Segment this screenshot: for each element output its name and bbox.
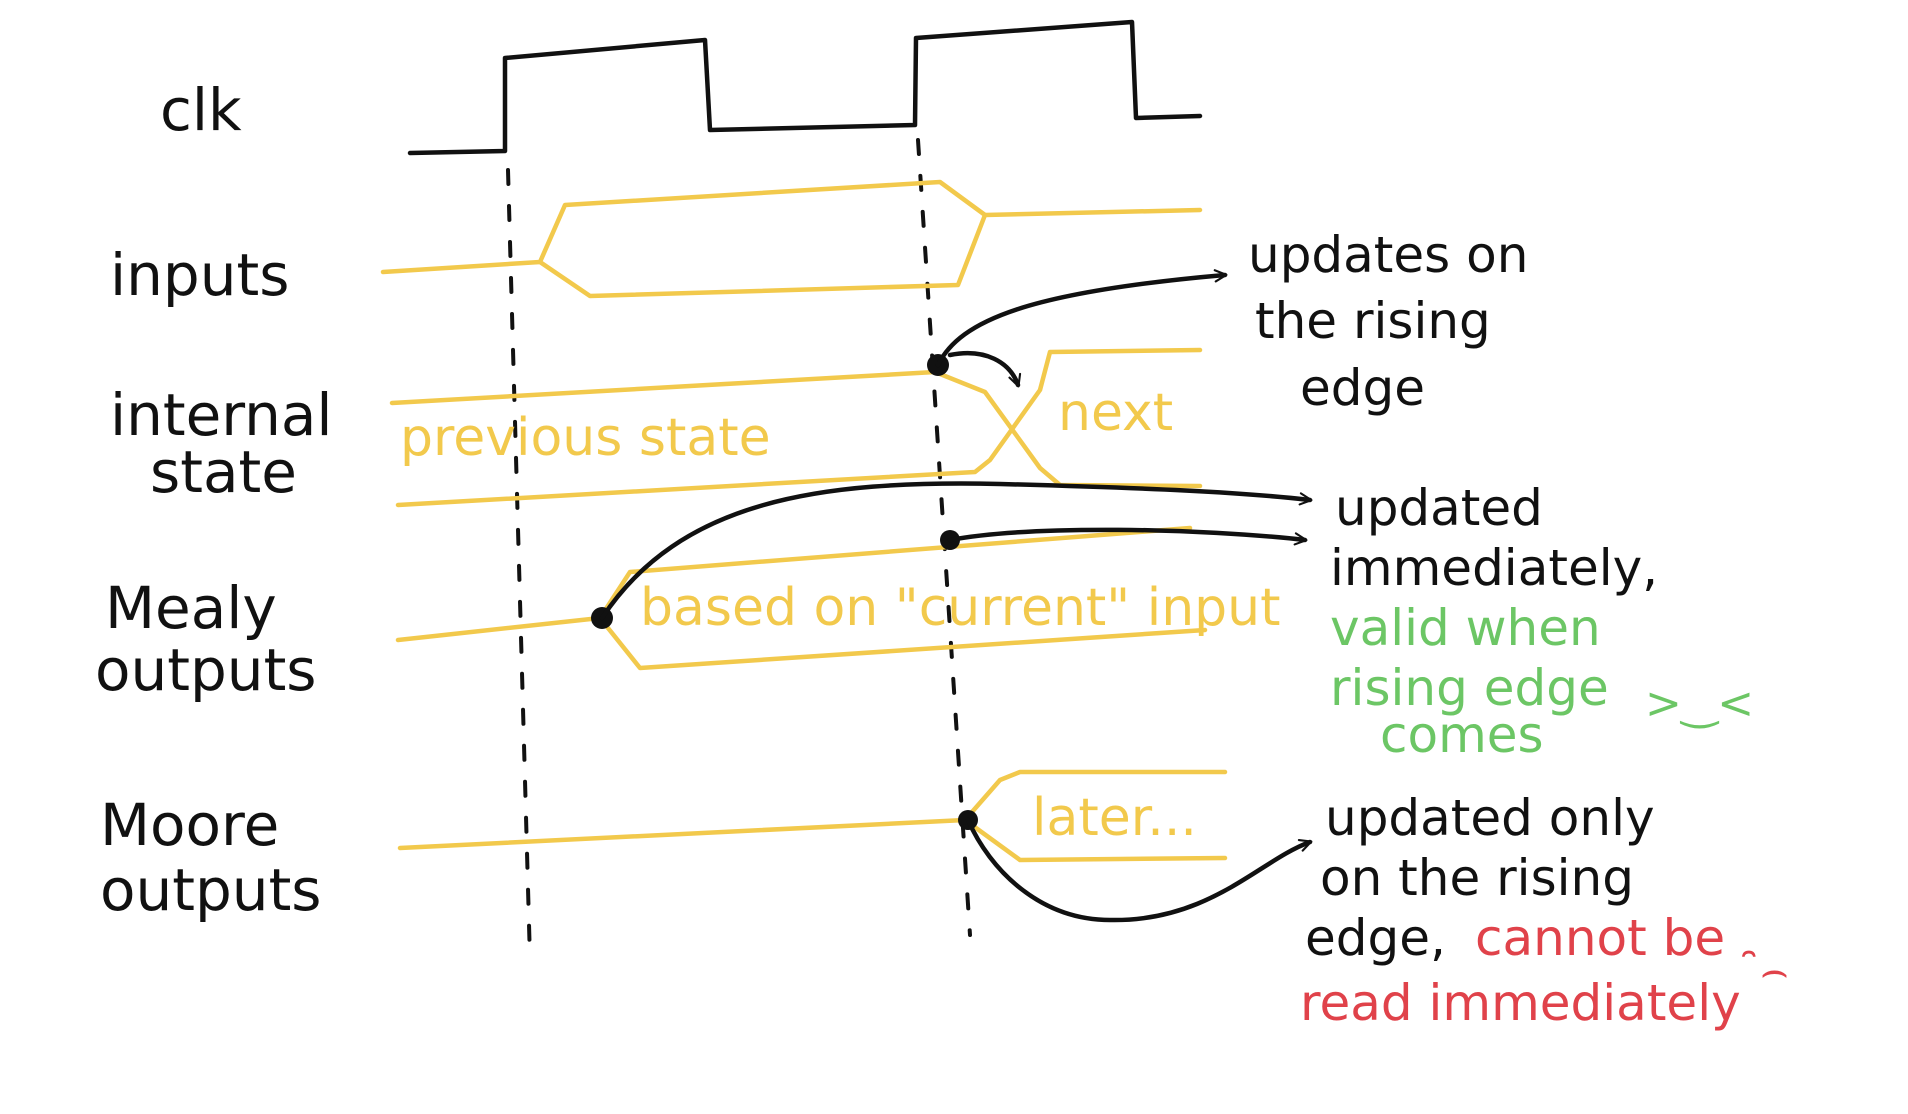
rising-edge-note-line2: the rising [1255,292,1491,350]
inputs-label: inputs [110,241,289,309]
moore-value-text: later... [1032,788,1197,848]
moore-note-line3: edge, [1305,909,1446,967]
mealy-note-green-line2: rising edge [1330,659,1609,717]
mealy-note-green-line1: valid when [1330,599,1601,657]
mealy-input-arrow [599,481,1313,621]
moore-note-red-line2: read immediately [1300,974,1741,1032]
happy-face-icon: >‿< [1645,678,1754,729]
mealy-label-line1: Mealy [105,574,277,642]
rising-edge-marker-1 [506,168,532,962]
mealy-value-text: based on "current" input [640,578,1281,638]
sad-face-icon: ̑⌢ [1742,945,1789,996]
clk-label: clk [160,76,242,144]
internal-state-label-line2: state [150,438,297,506]
moore-note-red-line1: cannot be [1475,909,1725,967]
rising-edge-note-line1: updates on [1248,226,1528,284]
moore-waveform [397,769,1228,863]
rising-edge-note-line3: edge [1300,359,1425,417]
moore-label-line2: outputs [100,856,322,924]
mealy-note-green-line3: comes [1380,706,1544,764]
moore-note-line1: updated only [1325,789,1655,847]
inputs-waveform [380,179,1203,299]
rising-edge-arrow [935,269,1228,368]
moore-update-arrow [965,817,1313,923]
moore-label-line1: Moore [100,791,279,859]
clk-waveform [407,19,1203,156]
next-state-text: next [1058,383,1173,443]
mealy-waveform [395,525,1208,671]
previous-state-text: previous state [400,408,771,468]
mealy-label-line2: outputs [95,636,317,704]
mealy-update-arrow [947,527,1308,546]
moore-note-line2: on the rising [1320,849,1634,907]
mealy-note-line1: updated [1335,479,1543,537]
mealy-note-line2: immediately, [1330,539,1658,597]
state-next-small-arrow [947,350,1022,388]
internal-state-label-line1: internal [110,381,333,449]
